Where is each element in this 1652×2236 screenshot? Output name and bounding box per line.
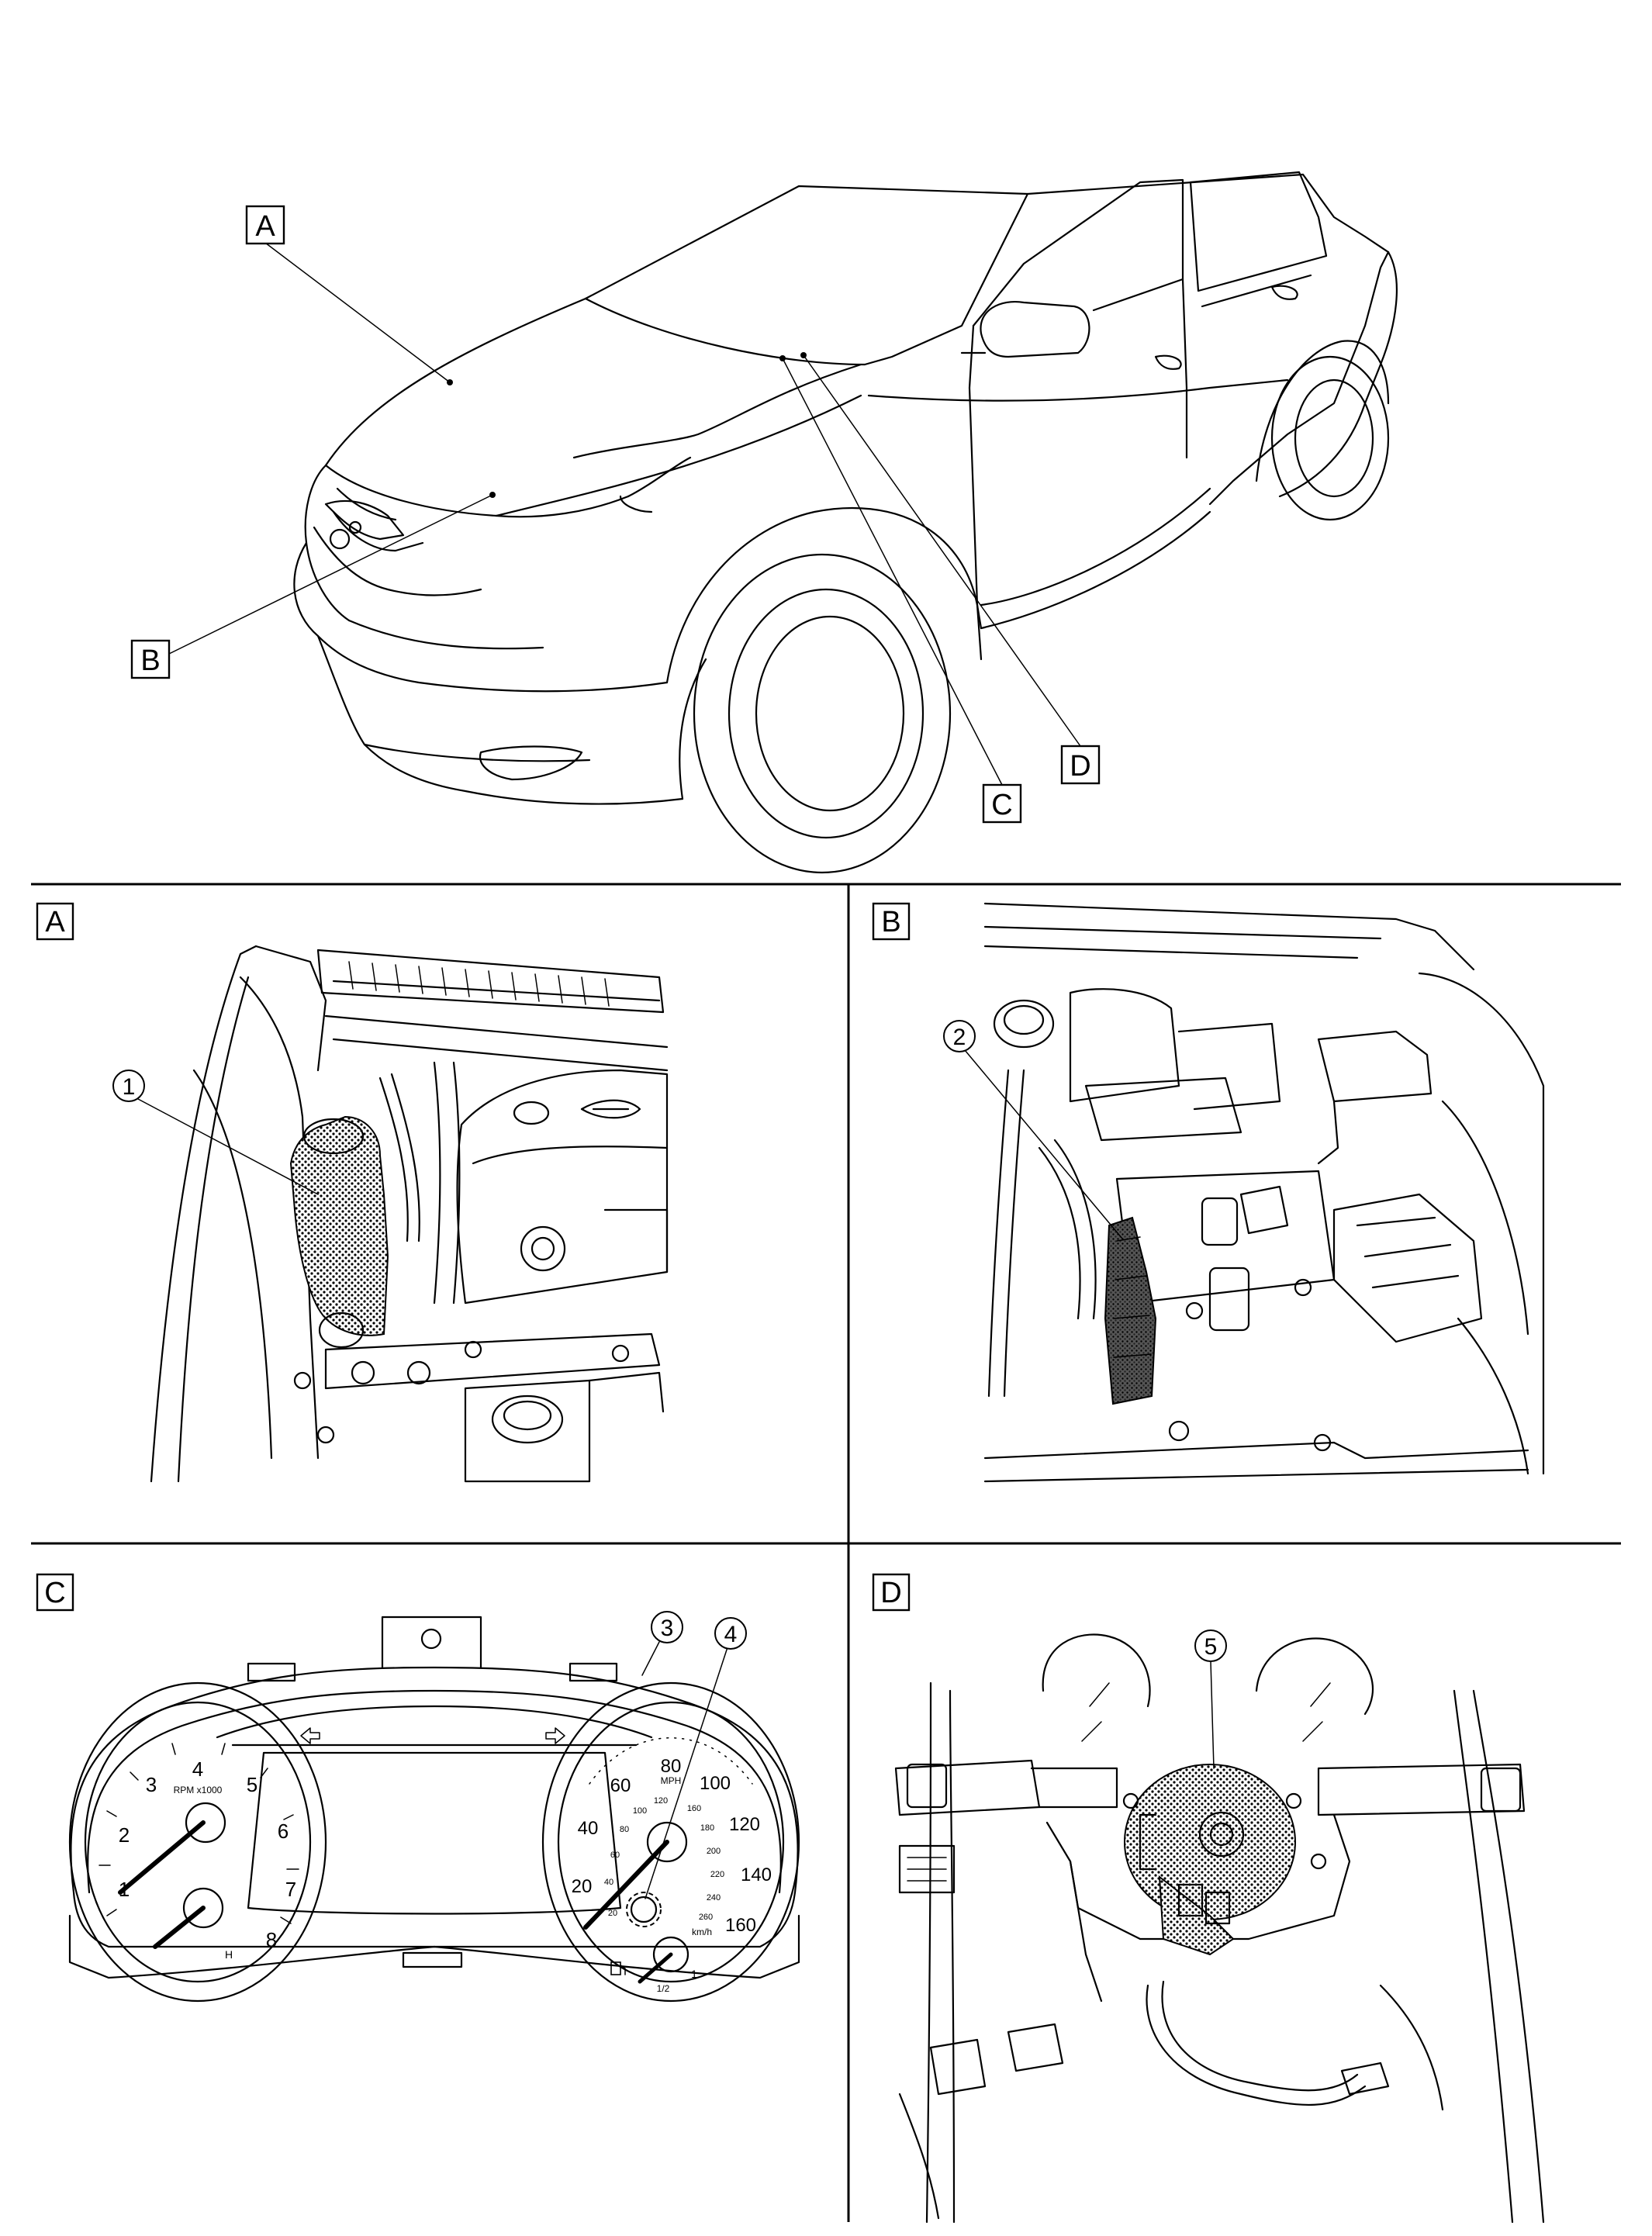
tach-number-4: 4 <box>192 1757 203 1781</box>
mph-20: 20 <box>572 1876 593 1897</box>
panel-B-label: B <box>881 906 900 938</box>
callout-label-D: D <box>1070 750 1090 783</box>
tach-number-7: 7 <box>285 1878 296 1901</box>
fuel-half-mark: 1/2 <box>657 1983 670 1994</box>
overview-callout-B: B <box>130 639 171 679</box>
overview-callout-C: C <box>982 783 1022 824</box>
tach-number-5: 5 <box>247 1773 257 1796</box>
kmh-20: 20 <box>608 1909 617 1918</box>
panel-C-label: C <box>44 1577 65 1609</box>
steering-column-drawing <box>894 1633 1545 2224</box>
kmh-200: 200 <box>707 1847 721 1856</box>
panel-C: C <box>36 1573 800 2003</box>
tach-number-1: 1 <box>119 1878 130 1901</box>
mph-40: 40 <box>578 1818 599 1839</box>
panel-grid <box>31 883 1621 2222</box>
panel-D-label: D <box>880 1577 901 1609</box>
overview-leaders <box>168 240 1081 786</box>
panel-A: A <box>36 902 669 1483</box>
kmh-120: 120 <box>654 1796 668 1806</box>
fuel-full-mark: 1 <box>691 1968 697 1980</box>
component-2-shaded <box>1104 1216 1157 1405</box>
mph-120: 120 <box>729 1814 760 1835</box>
mph-60: 60 <box>610 1775 631 1796</box>
mph-140: 140 <box>741 1864 772 1885</box>
overview-callout-D: D <box>1060 745 1101 785</box>
callout-3-label: 3 <box>661 1616 674 1641</box>
kmh-260: 260 <box>699 1913 713 1922</box>
panel-D: D <box>872 1573 1545 2224</box>
callout-5-label: 5 <box>1204 1634 1218 1660</box>
overview-callout-A: A <box>245 205 285 245</box>
mph-160: 160 <box>725 1915 756 1936</box>
combination-meter-drawing: 1 2 3 4 5 6 7 8 RPM x1000 H <box>68 1616 800 2003</box>
callout-4: 4 <box>714 1617 747 1650</box>
callout-2-label: 2 <box>953 1025 966 1050</box>
callout-4-label: 4 <box>724 1622 738 1647</box>
component-5-shaded <box>1124 1764 1296 1920</box>
mph-80: 80 <box>661 1756 682 1777</box>
kmh-40: 40 <box>604 1878 613 1887</box>
turn-arrow-left-icon <box>300 1727 320 1744</box>
kmh-100: 100 <box>633 1806 647 1816</box>
fuel-pump-icon <box>610 1961 626 1975</box>
callout-3: 3 <box>651 1611 683 1643</box>
tach-number-2: 2 <box>119 1823 130 1847</box>
component-1-shaded <box>289 1115 389 1336</box>
turn-arrow-right-icon <box>545 1727 565 1744</box>
callout-5: 5 <box>1194 1629 1227 1662</box>
kmh-160: 160 <box>687 1804 701 1813</box>
kmh-220: 220 <box>710 1870 724 1879</box>
callout-1: 1 <box>112 1070 145 1102</box>
tach-unit: RPM x1000 <box>174 1785 223 1795</box>
panel-A-label: A <box>45 906 65 938</box>
tach-number-3: 3 <box>146 1773 157 1796</box>
tach-h-mark: H <box>225 1948 233 1961</box>
callout-label-A: A <box>255 210 275 243</box>
callout-label-C: C <box>991 789 1012 821</box>
tachometer: 1 2 3 4 5 6 7 8 RPM x1000 H <box>68 1681 327 2003</box>
engine-bay-drawing <box>150 945 669 1483</box>
kmh-60: 60 <box>610 1851 620 1860</box>
engine-bay-drawing <box>983 902 1545 1483</box>
callout-1-label: 1 <box>123 1074 136 1100</box>
kmh-180: 180 <box>700 1823 714 1833</box>
mph-100: 100 <box>700 1773 731 1794</box>
car-overview-drawing <box>293 171 1398 874</box>
tach-number-8: 8 <box>266 1928 277 1951</box>
mph-unit: MPH <box>661 1775 682 1786</box>
speedometer: 20 40 60 80 100 120 140 160 MPH 20 40 60… <box>541 1681 800 2003</box>
callout-2: 2 <box>943 1020 976 1052</box>
tach-number-6: 6 <box>278 1820 289 1843</box>
callout-label-B: B <box>140 645 160 677</box>
kmh-80: 80 <box>620 1825 629 1834</box>
kmh-unit: km/h <box>692 1927 712 1937</box>
panel-B: B <box>872 902 1545 1483</box>
kmh-240: 240 <box>707 1893 721 1903</box>
